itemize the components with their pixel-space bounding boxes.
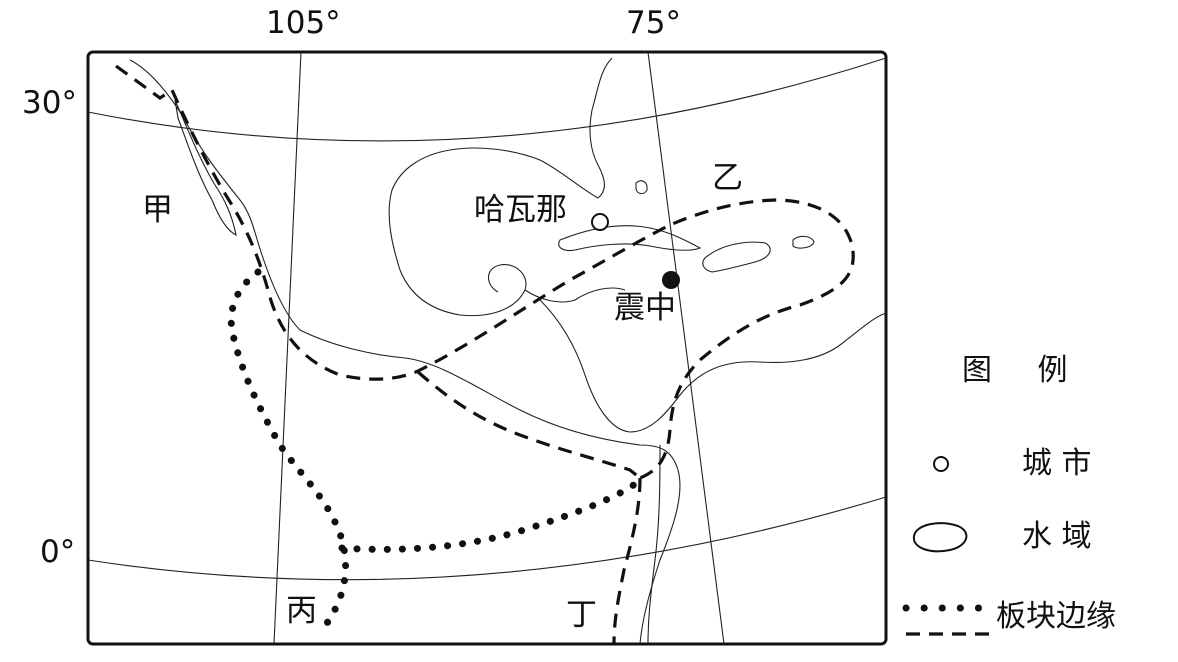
bahamas-islet	[635, 180, 648, 195]
city-symbol-icon	[933, 456, 949, 472]
legend-title: 图 例	[962, 353, 1086, 388]
plate-label-ding: 丁	[566, 597, 597, 633]
legend-label-city: 城 市	[1022, 446, 1092, 481]
legend-label-water: 水 域	[1022, 519, 1092, 554]
cuba	[558, 225, 702, 252]
plate-label-bing: 丙	[286, 593, 317, 629]
puerto-rico	[792, 235, 815, 249]
south-america	[647, 444, 661, 645]
meridian-75	[647, 51, 725, 645]
boundary-north-american-west	[115, 64, 855, 480]
baja-coast	[129, 59, 681, 645]
legend-label-plate-boundary: 板块边缘	[996, 599, 1116, 634]
coastlines	[129, 57, 887, 645]
epicenter-marker	[662, 271, 680, 289]
epicenter-label: 震中	[614, 290, 676, 326]
longitude-label-75: 75°	[626, 5, 681, 41]
central-america-east	[539, 299, 887, 433]
parallel-30	[87, 57, 887, 142]
city-label: 哈瓦那	[474, 192, 567, 228]
plate-label-jia: 甲	[142, 192, 173, 228]
hispaniola	[702, 241, 771, 273]
dotted-boundary	[227, 268, 639, 634]
boundary-cocos-caribbean	[416, 370, 641, 480]
graticule	[87, 51, 887, 645]
meridian-105	[273, 51, 302, 645]
map-frame	[86, 50, 888, 646]
water-body-icon	[912, 522, 968, 553]
baja-peninsula	[174, 99, 237, 236]
havana-city-marker	[591, 213, 609, 231]
longitude-label-105: 105°	[266, 5, 341, 41]
latitude-label-0: 0°	[40, 534, 76, 570]
latitude-label-30: 30°	[22, 85, 77, 121]
gulf-coast	[388, 57, 613, 317]
plate-label-yi: 乙	[712, 160, 743, 196]
plate-boundaries	[115, 64, 855, 645]
parallel-0	[87, 496, 887, 581]
boundary-nazca-south	[612, 477, 642, 645]
